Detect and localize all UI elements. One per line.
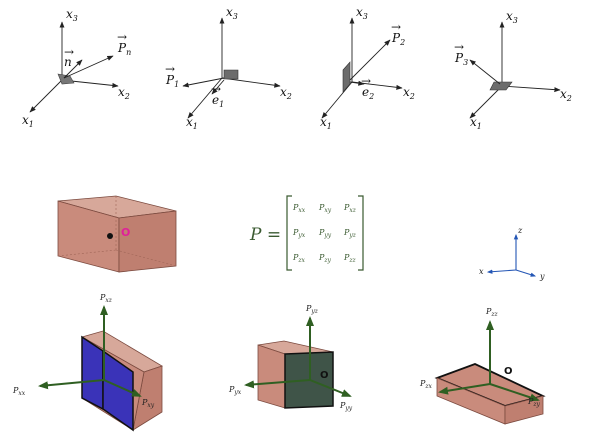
e1-arrow-mark: → xyxy=(211,82,221,96)
element-box: O xyxy=(57,195,177,273)
origin-point xyxy=(107,233,113,239)
matrix-cell: Pyx xyxy=(292,228,306,239)
Pyy-label: Pyy xyxy=(339,401,353,412)
Pn-label: Pn xyxy=(117,41,131,57)
panel-e2: x3 x2 x1 P2 → e2 → xyxy=(320,5,415,131)
Pzy-arrow xyxy=(489,383,540,402)
x2-label: x2 xyxy=(118,85,130,101)
surface-element xyxy=(57,73,75,85)
P2-arrow-mark: → xyxy=(391,20,401,34)
x1-label: x1 xyxy=(186,115,198,131)
x2-label: x2 xyxy=(403,85,415,101)
Pyx-arrow xyxy=(244,379,311,389)
n-label: n xyxy=(64,55,72,69)
matrix-cell: Pxx xyxy=(292,203,306,214)
x1-axis xyxy=(187,77,223,119)
matrix-cell: Pxz xyxy=(343,203,357,214)
Pzy-label: Pzy xyxy=(527,397,541,408)
Pxy-arrow xyxy=(103,379,142,397)
x1-axis xyxy=(321,81,353,119)
traction-vector-arrow xyxy=(63,55,114,79)
stress-box-y-face: Pyz Pyx Pyy O xyxy=(228,304,353,412)
y-label: y xyxy=(539,272,545,281)
x1-axis xyxy=(29,79,63,113)
P3-arrow-mark: → xyxy=(454,40,464,54)
unit-vector-arrow xyxy=(211,79,225,95)
matrix-cell: Pzy xyxy=(318,253,332,264)
P1-arrow-mark: → xyxy=(165,62,175,76)
e1-label: e1 xyxy=(212,93,224,109)
x1-label: x1 xyxy=(470,115,482,131)
x2-axis xyxy=(501,85,561,93)
panel-e3: x3 x2 x1 P3 → xyxy=(454,9,572,131)
origin-label: O xyxy=(504,366,513,377)
surface-element xyxy=(489,81,513,91)
Pn-arrow-mark: → xyxy=(117,30,127,44)
Pyx-label: Pyx xyxy=(228,385,242,396)
x2-axis xyxy=(351,81,403,90)
e2-arrow-mark: → xyxy=(361,74,371,88)
Pxz-label: Pxz xyxy=(99,293,113,304)
Pxx-label: Pxx xyxy=(12,386,26,397)
x2-label: x2 xyxy=(280,85,292,101)
matrix-cell: Pzz xyxy=(343,253,357,264)
origin-label: O xyxy=(121,226,130,239)
x3-label: x3 xyxy=(66,7,78,23)
stress-box-z-face: Pzz Pzx Pzy O xyxy=(419,307,546,425)
Pxy-label: Pxy xyxy=(141,398,155,409)
matrix-left-bracket xyxy=(286,195,292,271)
x3-label: x3 xyxy=(226,5,238,21)
P1-label: P1 xyxy=(165,73,179,89)
unit-vector-arrow xyxy=(349,80,365,86)
matrix-lhs: P = xyxy=(249,225,281,245)
Pzx-label: Pzx xyxy=(419,379,433,390)
x1-label: x1 xyxy=(320,115,332,131)
stress-box-x-face: Pxz Pxx Pxy xyxy=(12,293,163,432)
xyz-axes: z x y xyxy=(479,226,545,281)
x1-axis xyxy=(469,85,503,119)
e2-label: e2 xyxy=(362,85,374,101)
x3-label: x3 xyxy=(506,9,518,25)
x-label: x xyxy=(479,267,484,276)
P2-label: P2 xyxy=(391,31,405,47)
traction-vector-arrow xyxy=(469,59,501,85)
panel-e1: x3 x2 x1 P1 → e1 → xyxy=(165,5,292,131)
z-label: z xyxy=(517,226,523,235)
normal-vector-arrow xyxy=(63,59,83,79)
x3-label: x3 xyxy=(356,5,368,21)
Pzz-label: Pzz xyxy=(485,307,499,318)
Pyz-label: Pyz xyxy=(305,304,319,315)
y-axis xyxy=(515,269,537,277)
matrix-right-bracket xyxy=(358,195,364,271)
Pzx-arrow xyxy=(438,383,491,395)
Pyy-arrow xyxy=(309,379,352,397)
n-arrow-mark: → xyxy=(64,45,74,59)
x-axis xyxy=(486,269,517,274)
stress-matrix: P = Pxx Pxy Pxz Pyx Pyy Pyz Pzx Pzy Pzz xyxy=(249,195,364,271)
matrix-cell: Pzx xyxy=(292,253,306,264)
traction-vector-arrow xyxy=(349,39,391,81)
surface-element xyxy=(342,61,351,93)
matrix-cell: Pyz xyxy=(343,228,357,239)
Pxx-arrow xyxy=(38,379,105,390)
box-side-face xyxy=(118,210,177,273)
matrix-cell: Pxy xyxy=(318,203,332,214)
traction-vector-arrow xyxy=(182,77,225,88)
panel-normal-vector: x3 x2 x1 n → Pn → xyxy=(22,7,131,129)
P3-label: P3 xyxy=(454,51,468,67)
matrix-cell: Pyy xyxy=(318,228,332,239)
origin-label: O xyxy=(320,370,329,381)
surface-element xyxy=(223,69,239,80)
x2-label: x2 xyxy=(560,87,572,103)
x2-axis xyxy=(221,77,281,88)
x1-label: x1 xyxy=(22,113,34,129)
